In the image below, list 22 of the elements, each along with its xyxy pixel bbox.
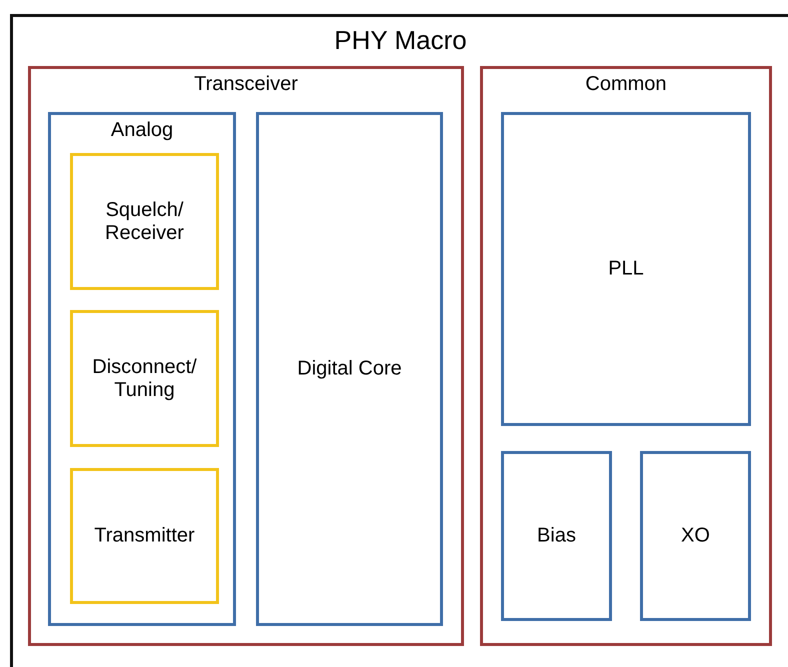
group-title: PHY Macro	[333, 25, 468, 56]
block-box	[501, 451, 612, 621]
block-box	[640, 451, 751, 621]
group-title: Transceiver	[193, 73, 299, 96]
block-label: Bias	[536, 524, 577, 548]
group-box	[10, 14, 788, 667]
block-label: PLL	[607, 258, 645, 280]
block-label: Squelch/ Receiver	[104, 198, 185, 244]
block-box	[256, 112, 443, 626]
group-box	[48, 112, 236, 626]
block-box	[70, 153, 219, 290]
block-label: XO	[680, 524, 711, 548]
group-box	[28, 66, 464, 646]
group-title: Common	[584, 73, 668, 96]
block-box	[501, 112, 751, 426]
group-title: Analog	[110, 119, 174, 142]
block-label: Disconnect/ Tuning	[91, 356, 198, 402]
block-box	[70, 468, 219, 604]
block-label: Digital Core	[296, 358, 403, 380]
group-box	[480, 66, 772, 646]
block-box	[70, 310, 219, 447]
block-label: Transmitter	[93, 524, 196, 548]
